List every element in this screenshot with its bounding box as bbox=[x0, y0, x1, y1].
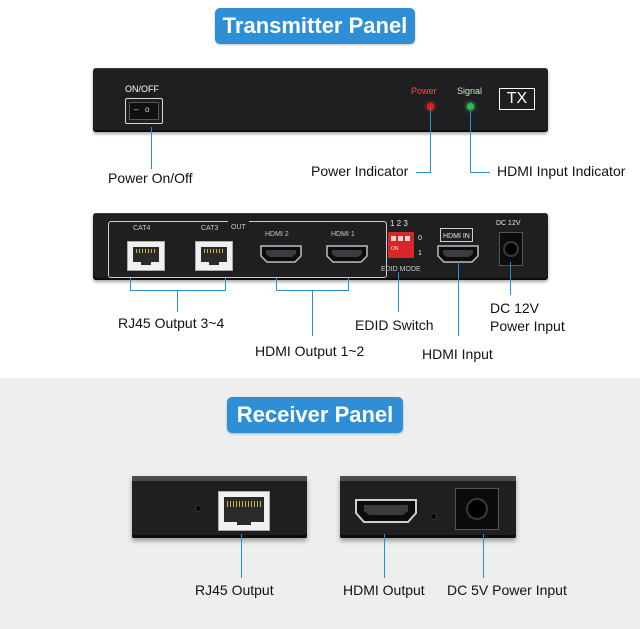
callout-line bbox=[384, 534, 385, 578]
cat4-label: CAT4 bbox=[133, 225, 151, 232]
hdmi-port-icon[interactable] bbox=[259, 243, 303, 265]
dip-numbers-label: 1 2 3 bbox=[390, 219, 408, 228]
indicator-dot bbox=[196, 506, 201, 511]
receiver-title: Receiver Panel bbox=[227, 397, 403, 433]
switch-label: ON/OFF bbox=[125, 84, 159, 94]
callout-hdmi-input-indicator: HDMI Input Indicator bbox=[497, 163, 626, 179]
power-led-label: Power bbox=[411, 86, 437, 96]
dip-on-label: ON bbox=[391, 246, 399, 252]
rj45-port-icon[interactable] bbox=[218, 491, 270, 531]
out-label: OUT bbox=[231, 224, 246, 231]
transmitter-back-panel: OUT CAT4 CAT3 HDMI 2 HDMI 1 1 2 3 ON 0 1… bbox=[93, 213, 548, 280]
dip-switch-icon[interactable]: ON bbox=[388, 232, 414, 258]
callout-rj45-output: RJ45 Output 3~4 bbox=[118, 315, 225, 331]
receiver-rj45-panel bbox=[132, 476, 307, 538]
cat3-label: CAT3 bbox=[201, 225, 219, 232]
indicator-dot bbox=[431, 514, 436, 519]
callout-line bbox=[177, 290, 178, 312]
callout-line bbox=[151, 127, 152, 169]
callout-line bbox=[470, 172, 490, 173]
rj45-port-icon[interactable] bbox=[195, 241, 233, 271]
callout-power-onoff: Power On/Off bbox=[108, 170, 193, 186]
dip-pos-1: 1 bbox=[418, 250, 422, 257]
callout-line bbox=[510, 262, 511, 295]
callout-line bbox=[348, 278, 349, 290]
callout-edid-switch: EDID Switch bbox=[355, 317, 434, 333]
callout-line bbox=[276, 278, 277, 290]
signal-led-icon bbox=[467, 103, 474, 110]
callout-line bbox=[470, 108, 471, 172]
hdmi1-label: HDMI 1 bbox=[331, 231, 355, 238]
hdmi-port-icon[interactable] bbox=[354, 496, 418, 526]
hdmi-port-icon[interactable] bbox=[436, 243, 480, 265]
callout-line bbox=[225, 278, 226, 290]
callout-rx-rj45-output: RJ45 Output bbox=[195, 582, 274, 598]
transmitter-title: Transmitter Panel bbox=[215, 8, 415, 44]
edid-mode-label: EDID MODE bbox=[381, 266, 421, 273]
callout-line bbox=[130, 290, 226, 291]
callout-line bbox=[312, 290, 313, 336]
hdmi-port-icon[interactable] bbox=[325, 243, 369, 265]
callout-dc12v-line2: Power Input bbox=[490, 318, 565, 334]
dc-jack-icon[interactable] bbox=[455, 488, 499, 530]
signal-led-label: Signal bbox=[457, 86, 483, 96]
rj45-port-icon[interactable] bbox=[127, 241, 165, 271]
callout-line bbox=[416, 172, 431, 173]
callout-rx-hdmi-output: HDMI Output bbox=[343, 582, 425, 598]
dc12v-label: DC 12V bbox=[496, 220, 521, 227]
callout-line bbox=[483, 534, 484, 578]
callout-line bbox=[458, 262, 459, 336]
callout-line bbox=[130, 278, 131, 290]
callout-hdmi-input: HDMI Input bbox=[422, 346, 493, 362]
callout-line bbox=[430, 108, 431, 172]
callout-rx-dc5v: DC 5V Power Input bbox=[447, 582, 567, 598]
receiver-hdmi-panel bbox=[340, 476, 516, 538]
dip-pos-0: 0 bbox=[418, 235, 422, 242]
callout-dc12v-line1: DC 12V bbox=[490, 300, 540, 316]
power-switch-icon[interactable]: – o bbox=[125, 98, 163, 124]
power-led-icon bbox=[427, 103, 434, 110]
transmitter-section bbox=[0, 0, 640, 378]
transmitter-front-panel: ON/OFF – o Power Signal TX bbox=[93, 68, 548, 132]
callout-line bbox=[398, 272, 399, 312]
tx-badge: TX bbox=[499, 88, 535, 110]
callout-power-indicator: Power Indicator bbox=[311, 163, 409, 179]
callout-line bbox=[241, 534, 242, 578]
dc-jack-icon[interactable] bbox=[499, 232, 523, 266]
hdmi-in-label: HDMI IN bbox=[443, 233, 470, 240]
hdmi2-label: HDMI 2 bbox=[265, 231, 289, 238]
callout-hdmi-output: HDMI Output 1~2 bbox=[255, 343, 365, 359]
